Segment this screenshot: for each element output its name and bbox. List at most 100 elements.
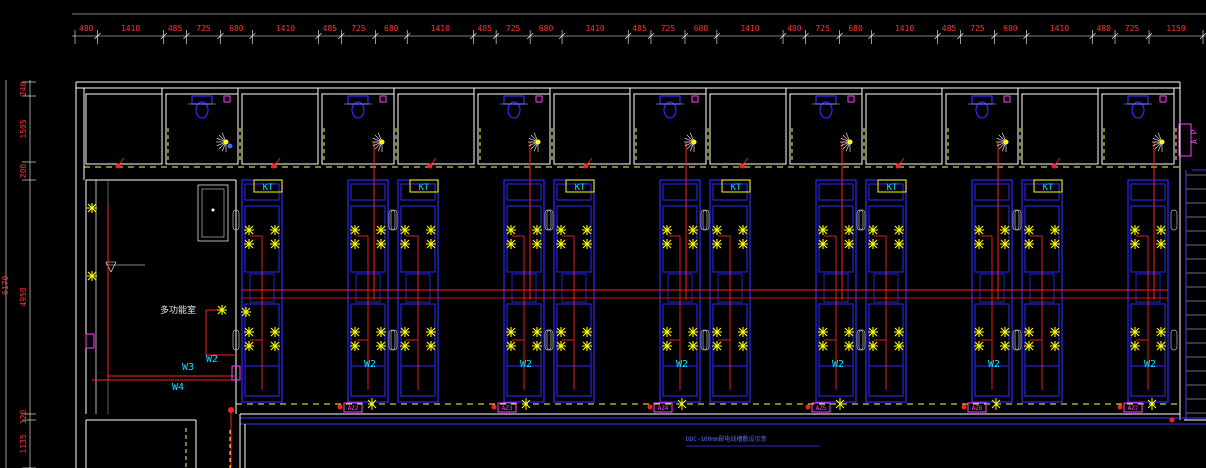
outlet-dot xyxy=(1169,417,1175,423)
kt-label: KT xyxy=(575,183,586,193)
dimension-top-label: 1150 xyxy=(1166,24,1185,33)
toilet-bowl xyxy=(351,101,365,119)
chair-icon xyxy=(1014,329,1022,351)
light-fixture-icon xyxy=(376,341,386,351)
toilet-tank xyxy=(191,95,213,105)
dimension-top-label: 480 xyxy=(787,24,802,33)
panel-box xyxy=(1123,402,1143,413)
dimension-top-label: 485 xyxy=(632,24,647,33)
light-fixture-icon xyxy=(350,327,360,337)
light-fixture-icon xyxy=(1130,225,1140,235)
ceiling-light-icon xyxy=(535,139,541,145)
light-fixture-icon xyxy=(1000,327,1010,337)
light-fixture-icon xyxy=(894,225,904,235)
kt-label: KT xyxy=(419,183,430,193)
panel-dot xyxy=(337,404,343,410)
light-fixture-icon xyxy=(835,398,845,410)
bed-pillow xyxy=(662,183,698,201)
sink-drain xyxy=(211,208,215,212)
panel-label: AZ7 xyxy=(1128,405,1139,412)
light-fixture-icon xyxy=(87,203,97,213)
light-fixture-icon xyxy=(894,341,904,351)
kt-box xyxy=(409,179,439,193)
dimension-top-label: 485 xyxy=(323,24,338,33)
wiring-layer xyxy=(92,141,1168,468)
light-fixture-icon xyxy=(1050,225,1060,235)
dimension-left-label: 4950 xyxy=(19,287,28,306)
panel-box xyxy=(967,402,987,413)
light-fixture-icon xyxy=(426,225,436,235)
panel-label: AZ5 xyxy=(816,405,827,412)
light-fixture-icon xyxy=(868,327,878,337)
dimension-top-label: 725 xyxy=(970,24,985,33)
outlet-box xyxy=(1003,95,1011,103)
storage-room xyxy=(865,93,943,165)
panel-box xyxy=(811,402,831,413)
light-fixture-icon xyxy=(974,225,984,235)
dimension-top-label: 680 xyxy=(384,24,399,33)
light-fixture-icon xyxy=(506,239,516,249)
light-fixture-icon xyxy=(974,341,984,351)
light-fixture-icon xyxy=(350,225,360,235)
dimension-slash xyxy=(403,32,411,40)
bed-pillow xyxy=(506,183,542,201)
dimension-top-label: 725 xyxy=(506,24,521,33)
light-fixture-icon xyxy=(532,239,542,249)
bed-pillow xyxy=(350,183,386,201)
dimension-left-label: 1135 xyxy=(19,434,28,453)
light-fixture-icon xyxy=(688,239,698,249)
toilet-tank xyxy=(659,95,681,105)
panel-box-left xyxy=(231,365,241,381)
dimension-slash xyxy=(492,32,500,40)
toilet-bowl xyxy=(1131,101,1145,119)
light-fixture-icon xyxy=(400,341,410,351)
dimension-slash xyxy=(957,32,964,40)
light-fixture-icon xyxy=(688,341,698,351)
side-panel-box xyxy=(1178,123,1192,157)
kt-box xyxy=(877,179,907,193)
dimension-slash xyxy=(991,32,998,40)
light-fixture-icon xyxy=(818,327,828,337)
storage-room xyxy=(1021,93,1099,165)
dimension-top-label: 1410 xyxy=(585,24,604,33)
bed-pillow xyxy=(1130,183,1166,201)
light-fixture-icon xyxy=(1000,239,1010,249)
storage-room xyxy=(553,93,631,165)
wire-label-w2: W2 xyxy=(520,359,532,370)
light-fixture-icon xyxy=(844,341,854,351)
light-fixture-icon xyxy=(556,327,566,337)
light-fixture-icon xyxy=(270,327,280,337)
dimension-slash xyxy=(779,32,787,40)
storage-room xyxy=(397,93,475,165)
bed-pillow xyxy=(974,183,1010,201)
light-fixture-icon xyxy=(270,341,280,351)
dimension-top-label: 485 xyxy=(478,24,493,33)
wire-label-w2: W2 xyxy=(676,359,688,370)
dimension-slash xyxy=(868,32,875,40)
light-fixture-icon xyxy=(270,239,280,249)
chair-icon xyxy=(390,209,398,231)
dimension-top-label: 725 xyxy=(661,24,676,33)
chair-icon xyxy=(546,329,554,351)
light-fixture-icon xyxy=(426,341,436,351)
sink-basin xyxy=(201,188,225,238)
chair-icon xyxy=(544,209,552,231)
toilet-bowl xyxy=(819,101,833,119)
toilet-tank xyxy=(503,95,525,105)
light-fixture-icon xyxy=(662,225,672,235)
dimension-top-label: 480 xyxy=(1097,24,1112,33)
bathroom-closet xyxy=(789,93,863,165)
light-fixture-icon xyxy=(1156,239,1166,249)
light-fixture-icon xyxy=(350,239,360,249)
light-fixture-icon xyxy=(556,225,566,235)
kt-label: KT xyxy=(1043,183,1054,193)
outlet-dot xyxy=(895,163,901,169)
dimension-top-label: 680 xyxy=(694,24,709,33)
dimension-slash xyxy=(558,32,566,40)
panel-label: AZ3 xyxy=(502,405,513,412)
light-fixture-icon xyxy=(712,239,722,249)
panel-dot xyxy=(805,404,811,410)
light-fixture-icon xyxy=(241,307,251,317)
bathroom-closet xyxy=(633,93,707,165)
kt-box xyxy=(1033,179,1063,193)
